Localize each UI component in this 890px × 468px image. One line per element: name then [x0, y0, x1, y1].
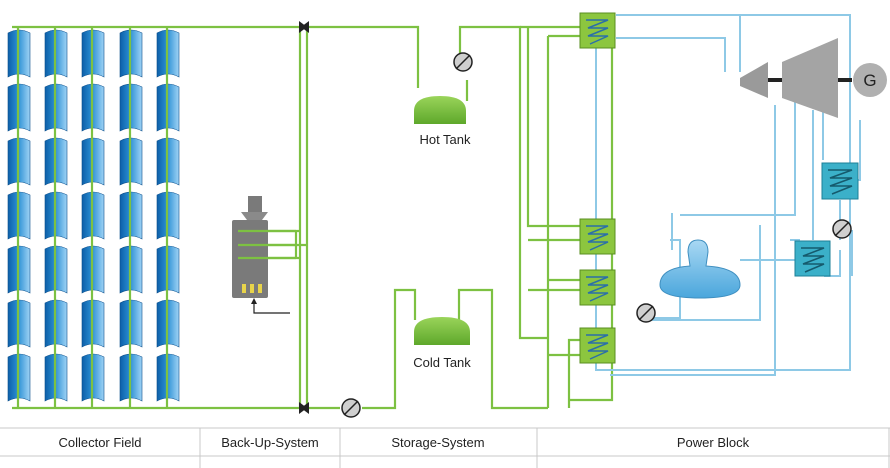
pump-feedwater — [636, 303, 656, 323]
heat-exchanger — [579, 269, 616, 306]
backup-boiler — [232, 196, 298, 314]
preheater — [794, 240, 831, 277]
cold-tank: Cold Tank — [413, 317, 471, 370]
pump-cold — [341, 398, 361, 418]
section-power-block: Power Block — [677, 435, 750, 450]
generator: G — [853, 63, 887, 97]
hot-tank-label: Hot Tank — [419, 132, 471, 147]
pump-hot — [453, 52, 473, 72]
hot-tank: Hot Tank — [414, 96, 471, 147]
section-storage-system: Storage-System — [391, 435, 484, 450]
section-back-up-system: Back-Up-System — [221, 435, 319, 450]
heat-exchanger — [579, 218, 616, 255]
heat-exchanger — [579, 12, 616, 49]
cold-tank-label: Cold Tank — [413, 355, 471, 370]
fuel-input-arrow — [253, 302, 290, 314]
collector-field — [7, 29, 180, 402]
section-collector-field: Collector Field — [58, 435, 141, 450]
valve — [299, 402, 309, 414]
steam-turbine — [740, 38, 852, 118]
generator-label: G — [863, 71, 876, 90]
steam-separator — [659, 239, 741, 299]
condenser — [821, 162, 859, 200]
valve — [299, 21, 309, 33]
section-bar: Collector Field Back-Up-System Storage-S… — [0, 427, 890, 468]
pump-condensate — [832, 219, 852, 239]
heat-exchanger — [579, 327, 616, 364]
